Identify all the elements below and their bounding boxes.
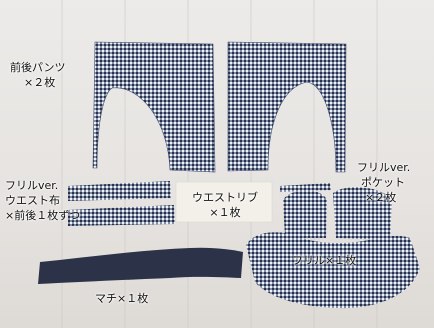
pants-left-piece xyxy=(92,41,216,173)
label-waist-rib-line-1: ウエストリブ xyxy=(192,191,258,204)
frill-waist-strip-top xyxy=(68,181,171,201)
waist-rib-piece xyxy=(175,181,273,223)
label-pants: 前後パンツ ×２枚 xyxy=(10,60,66,90)
label-frill-waist: フリルver. ウエスト布 ×前後１枚ずつ xyxy=(5,178,80,223)
label-frill-pocket-line-2: ポケット xyxy=(361,176,405,189)
pocket-strip xyxy=(280,183,331,192)
label-frill-waist-line-1: フリルver. xyxy=(5,179,59,192)
label-frill-waist-line-3: ×前後１枚ずつ xyxy=(5,209,81,222)
label-frill-pocket-line-1: フリルver. xyxy=(357,161,411,174)
frill-waist-strip-bottom xyxy=(68,205,175,226)
label-frill-pocket: フリルver. ポケット ×２枚 xyxy=(357,160,410,205)
frill-piece xyxy=(246,232,420,309)
pants-right-piece xyxy=(227,41,347,173)
label-waist-rib: ウエストリブ ×１枚 xyxy=(184,190,266,220)
label-pants-line-2: ×２枚 xyxy=(24,76,56,89)
label-frill-pocket-line-3: ×２枚 xyxy=(365,191,397,204)
label-frill: フリル×１枚 xyxy=(292,253,356,268)
label-pants-line-1: 前後パンツ xyxy=(10,61,66,74)
label-frill-waist-line-2: ウエスト布 xyxy=(5,194,60,207)
label-gusset: マチ×１枚 xyxy=(95,291,148,306)
pocket-piece-right xyxy=(333,187,392,240)
gusset-piece xyxy=(38,247,243,284)
label-gusset-line-1: マチ×１枚 xyxy=(95,292,149,305)
label-waist-rib-line-2: ×１枚 xyxy=(209,206,241,219)
label-frill-line-1: フリル×１枚 xyxy=(292,254,357,267)
pocket-piece-left xyxy=(283,190,327,238)
